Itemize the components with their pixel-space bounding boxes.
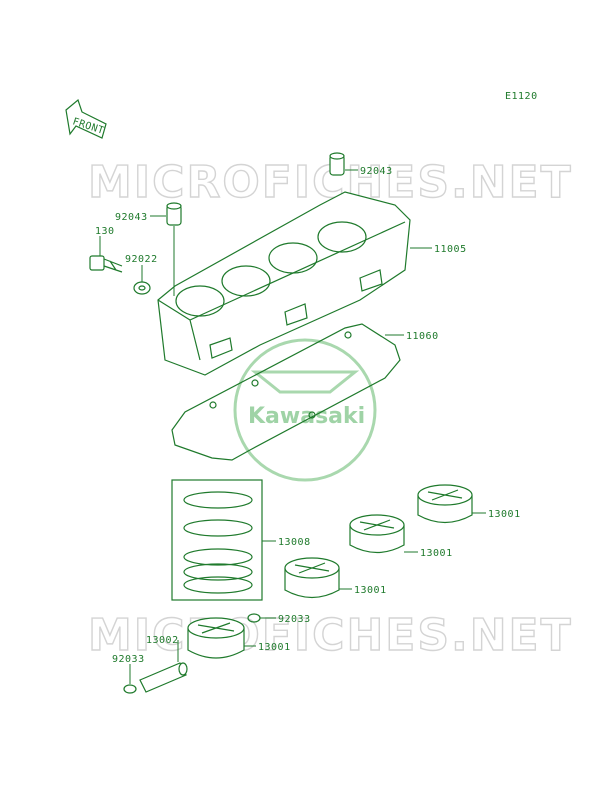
callout-11060: 11060 bbox=[406, 331, 439, 342]
callout-11005: 11005 bbox=[434, 244, 467, 255]
diagram-code: E1120 bbox=[505, 91, 538, 102]
callout-92043-left: 92043 bbox=[115, 212, 148, 223]
washer-92022[interactable] bbox=[133, 281, 151, 295]
callout-13001-rear: 13001 bbox=[488, 509, 521, 520]
callout-92043-right: 92043 bbox=[360, 166, 393, 177]
cylinder-block-11005[interactable] bbox=[157, 191, 411, 376]
piston-13001-rear[interactable] bbox=[417, 484, 473, 524]
callout-13008: 13008 bbox=[278, 537, 311, 548]
piston-13001-mid-front[interactable] bbox=[284, 557, 340, 599]
callout-130: 130 bbox=[95, 226, 115, 237]
callout-13001-mid-front: 13001 bbox=[354, 585, 387, 596]
front-label: FRONT bbox=[71, 116, 105, 137]
piston-ring-set-13008[interactable] bbox=[171, 479, 263, 601]
bolt-130[interactable] bbox=[89, 255, 123, 273]
watermark-site-bottom: MICROFICHES.NET bbox=[88, 610, 573, 661]
callout-92022: 92022 bbox=[125, 254, 158, 265]
dowel-pin-92043-left[interactable] bbox=[166, 202, 182, 226]
piston-pin-13002[interactable] bbox=[139, 662, 188, 693]
callout-13001-mid-rear: 13001 bbox=[420, 548, 453, 559]
leader-lines bbox=[99, 169, 486, 684]
piston-13001-front[interactable] bbox=[187, 617, 245, 659]
callout-13001-front: 13001 bbox=[258, 642, 291, 653]
front-arrow-icon: FRONT bbox=[65, 98, 107, 139]
piston-13001-mid-rear[interactable] bbox=[349, 514, 405, 554]
kawasaki-logo-watermark: Kawasaki bbox=[233, 338, 377, 482]
snap-ring-92033-left[interactable] bbox=[123, 684, 137, 694]
dowel-pin-92043-right[interactable] bbox=[329, 152, 345, 176]
cylinder-gasket-11060[interactable] bbox=[171, 323, 401, 461]
callout-92033-right: 92033 bbox=[278, 614, 311, 625]
watermark-brand-text: Kawasaki bbox=[248, 404, 365, 429]
callout-92033-left: 92033 bbox=[112, 654, 145, 665]
callout-13002: 13002 bbox=[146, 635, 179, 646]
